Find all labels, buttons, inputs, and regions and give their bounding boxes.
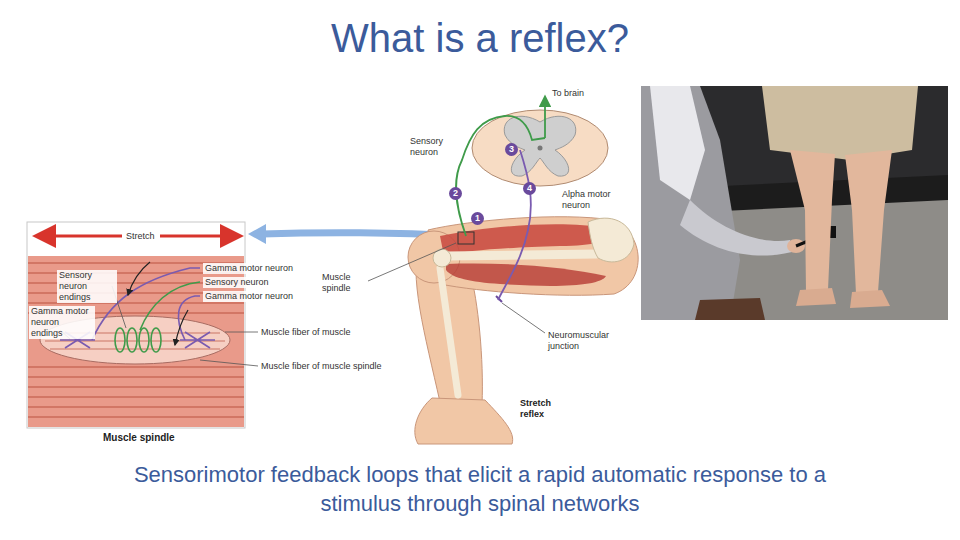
leg-figure-part xyxy=(588,218,634,262)
leg-figure-part xyxy=(446,264,606,286)
spindle-inset-part-part xyxy=(178,296,200,340)
leg-figure-part xyxy=(440,224,609,256)
figure-label: Stretch reflex xyxy=(520,398,566,420)
spindle-inset-part-part xyxy=(115,328,125,352)
reflex-photo-part xyxy=(650,86,705,200)
leg-figure-part xyxy=(440,268,458,395)
part-label: Gamma motor neuron endings xyxy=(29,306,95,339)
reflex-photo-part xyxy=(790,150,835,292)
part-label: Alpha motor neuron xyxy=(562,189,620,211)
spinal-cord-part xyxy=(472,110,608,186)
spindle-inset-part xyxy=(175,310,188,345)
spindle-inset-part-part xyxy=(151,328,161,352)
spindle-inset-part-part xyxy=(28,386,244,388)
spindle-inset-part xyxy=(128,262,150,295)
to-brain-arrow xyxy=(544,98,546,138)
spindle-inset-part-part xyxy=(28,406,244,408)
reflex-photo-part xyxy=(796,288,836,306)
leg-figure-part xyxy=(428,217,638,296)
spindle-inset-part-part xyxy=(28,376,244,378)
leader-lines-part xyxy=(502,303,545,333)
stretch-label: Stretch xyxy=(126,231,155,242)
reflex-photo-part xyxy=(680,200,792,256)
spindle-inset-part-part xyxy=(225,332,258,333)
leader-lines xyxy=(368,243,545,333)
slide-caption: Sensorimotor feedback loops that elicit … xyxy=(112,460,848,518)
spindle-inset-part xyxy=(115,328,161,352)
reflex-photo-part xyxy=(641,86,948,320)
part-label: Muscle spindle xyxy=(322,272,368,294)
leg-figure-part xyxy=(415,398,513,444)
part-label: Sensory neuron xyxy=(203,277,271,288)
spinal-cord-part xyxy=(504,116,576,176)
part-label: Muscle fiber of muscle spindle xyxy=(261,361,382,372)
part-label: Gamma motor neuron xyxy=(203,291,295,302)
inset-panel: StretchSensory neuron endingsGamma motor… xyxy=(27,222,245,428)
sensory-neuron-path xyxy=(456,116,545,236)
callout-number: 2 xyxy=(449,187,462,200)
spindle-inset-part-part xyxy=(139,328,149,352)
spindle-inset-part-part xyxy=(28,396,244,398)
spindle-inset-part xyxy=(38,235,122,238)
callout-number: 3 xyxy=(505,143,518,156)
reflex-photo-part xyxy=(850,290,890,308)
leg-figure xyxy=(408,217,638,444)
reflex-photo-part xyxy=(762,86,918,160)
spinal-cord-part xyxy=(538,146,543,151)
inset-heading: Muscle spindle xyxy=(103,432,175,444)
part-label: To brain xyxy=(552,88,584,99)
spindle-inset xyxy=(27,222,258,428)
part-label: Sensory neuron endings xyxy=(57,270,117,303)
callout-number: 4 xyxy=(523,182,536,195)
zoom-arrowhead xyxy=(248,224,266,244)
spindle-inset-part xyxy=(160,235,238,238)
slide-title: What is a reflex? xyxy=(0,14,960,62)
spindle-inset-part-part xyxy=(28,366,244,368)
leader-lines-part xyxy=(368,243,456,281)
part-label: Muscle fiber of muscle xyxy=(261,327,351,338)
spinal-cord xyxy=(472,110,608,186)
callout-number: 1 xyxy=(471,212,484,225)
motor-neuron-path xyxy=(498,150,531,300)
spindle-inset-part-part xyxy=(200,360,258,366)
part-label: Gamma motor neuron xyxy=(203,263,295,274)
part-label: Neuromuscular junction xyxy=(548,330,614,352)
reflex-photo xyxy=(641,86,948,320)
reflex-photo-part xyxy=(695,298,765,320)
reflex-photo-part xyxy=(845,150,892,294)
part-label: Sensory neuron xyxy=(410,136,456,158)
spindle-inset-part xyxy=(140,282,200,330)
spindle-inset-part-part xyxy=(127,328,137,352)
spindle-inset-part-part xyxy=(28,416,244,418)
spindle-inset-part xyxy=(27,222,245,428)
spindle-inset-part-part xyxy=(180,332,215,348)
